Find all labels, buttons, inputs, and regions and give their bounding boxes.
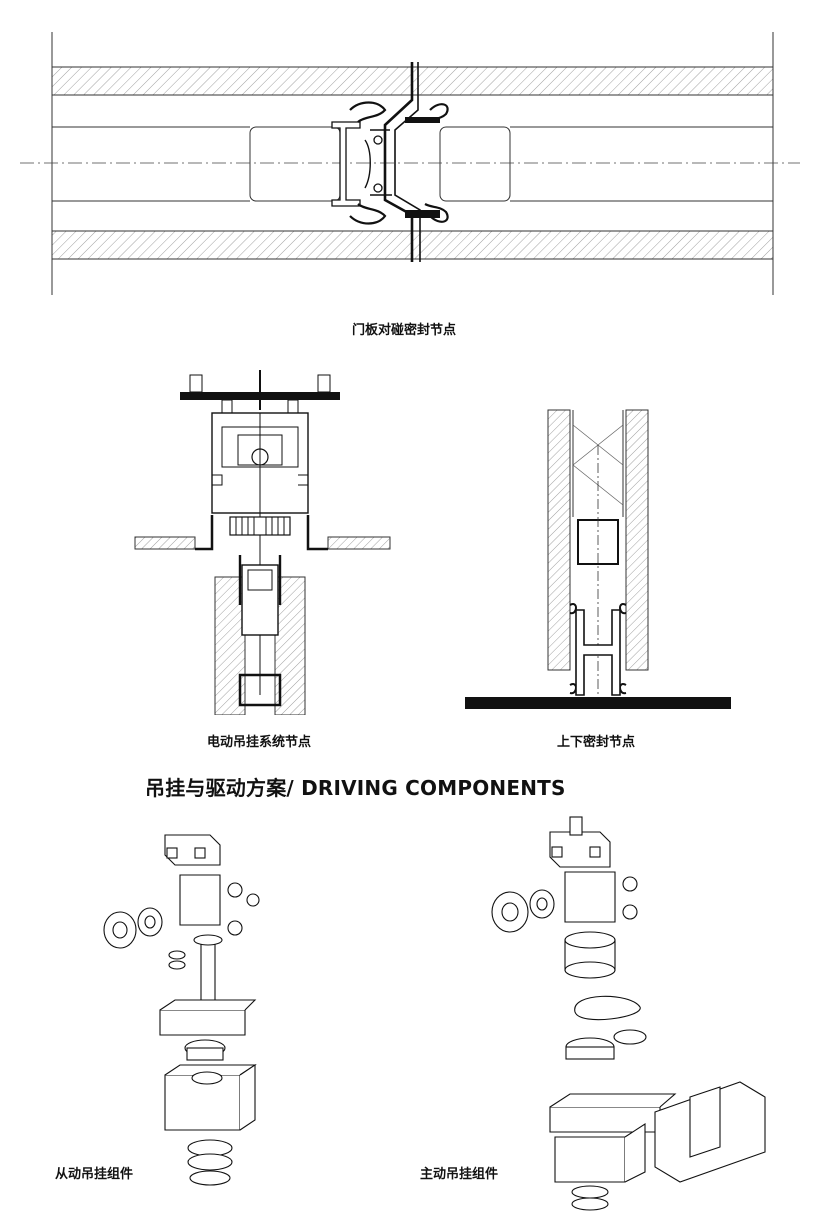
electric-hanger-caption: 电动吊挂系统节点: [207, 735, 312, 750]
section-title: 吊挂与驱动方案/ DRIVING COMPONENTS: [145, 776, 566, 800]
electric-hanger-drawing: [130, 365, 400, 715]
top-bottom-seal-caption: 上下密封节点: [557, 735, 636, 750]
driven-assembly-drawing: [95, 830, 275, 1190]
top-bottom-seal-drawing: [460, 405, 740, 715]
driven-assembly-caption: 从动吊挂组件: [55, 1167, 134, 1182]
door-seal-caption: 门板对碰密封节点: [352, 323, 457, 338]
driving-assembly-caption: 主动吊挂组件: [420, 1167, 499, 1182]
door-seal-drawing: [0, 0, 820, 300]
driving-assembly-drawing: [480, 812, 780, 1212]
